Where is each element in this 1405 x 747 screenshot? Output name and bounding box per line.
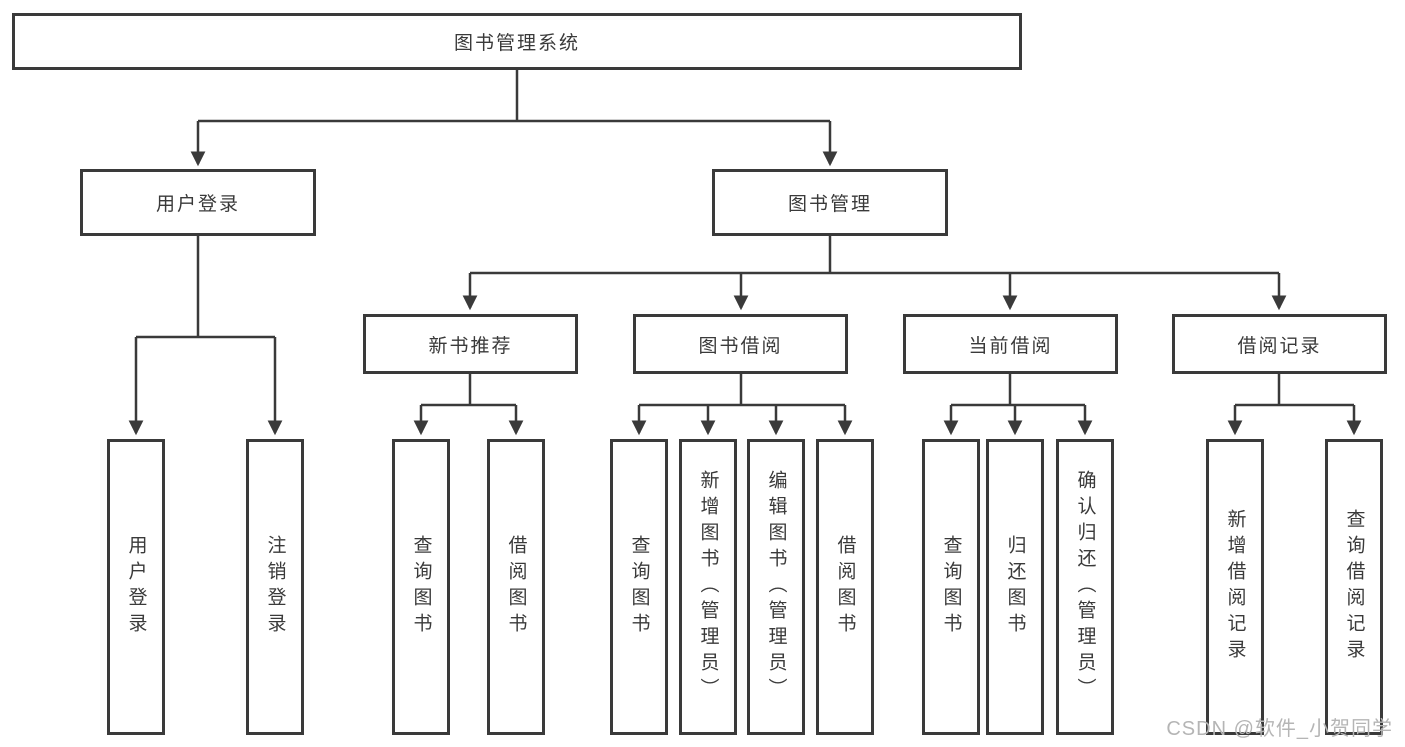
node-label: 图书管理系统 [453, 33, 580, 54]
leaf-edit-book-admin: 编辑图书（管理员） [747, 439, 805, 735]
node-user-login: 用户登录 [80, 169, 316, 236]
leaf-query-books-current: 查询图书 [922, 439, 980, 735]
node-label: 图书借阅 [698, 335, 783, 357]
leaf-borrow-books-recommend: 借阅图书 [487, 439, 545, 735]
node-label: 注销登录 [264, 535, 286, 639]
node-label: 当前借阅 [968, 335, 1053, 357]
node-label: 确认归还（管理员） [1074, 470, 1096, 704]
node-label: 新增图书（管理员） [697, 470, 719, 704]
leaf-query-books-borrowing: 查询图书 [610, 439, 668, 735]
node-label: 借阅图书 [505, 535, 527, 639]
leaf-return-book: 归还图书 [986, 439, 1044, 735]
node-library-management-system: 图书管理系统 [12, 13, 1022, 70]
leaf-confirm-return-admin: 确认归还（管理员） [1056, 439, 1114, 735]
node-label: 新书推荐 [428, 335, 513, 357]
node-label: 借阅图书 [834, 535, 856, 639]
node-label: 图书管理 [787, 194, 872, 215]
node-book-management: 图书管理 [712, 169, 948, 236]
leaf-add-book-admin: 新增图书（管理员） [679, 439, 737, 735]
node-label: 编辑图书（管理员） [765, 470, 787, 704]
node-current-borrowing: 当前借阅 [903, 314, 1118, 374]
leaf-query-borrow-record: 查询借阅记录 [1325, 439, 1383, 735]
leaf-borrow-books-borrowing: 借阅图书 [816, 439, 874, 735]
node-label: 归还图书 [1004, 535, 1026, 639]
node-borrowing-records: 借阅记录 [1172, 314, 1387, 374]
leaf-logout: 注销登录 [246, 439, 304, 735]
node-new-book-recommend: 新书推荐 [363, 314, 578, 374]
node-label: 查询借阅记录 [1343, 509, 1365, 665]
node-label: 用户登录 [155, 194, 240, 215]
leaf-query-books-recommend: 查询图书 [392, 439, 450, 735]
watermark: CSDN @软件_小贺同学 [1166, 718, 1393, 740]
node-label: 查询图书 [410, 535, 432, 639]
node-label: 借阅记录 [1237, 335, 1322, 357]
node-label: 新增借阅记录 [1224, 509, 1246, 665]
leaf-user-login: 用户登录 [107, 439, 165, 735]
node-book-borrowing: 图书借阅 [633, 314, 848, 374]
node-label: 查询图书 [628, 535, 650, 639]
node-label: 用户登录 [125, 535, 147, 639]
leaf-add-borrow-record: 新增借阅记录 [1206, 439, 1264, 735]
node-label: 查询图书 [940, 535, 962, 639]
